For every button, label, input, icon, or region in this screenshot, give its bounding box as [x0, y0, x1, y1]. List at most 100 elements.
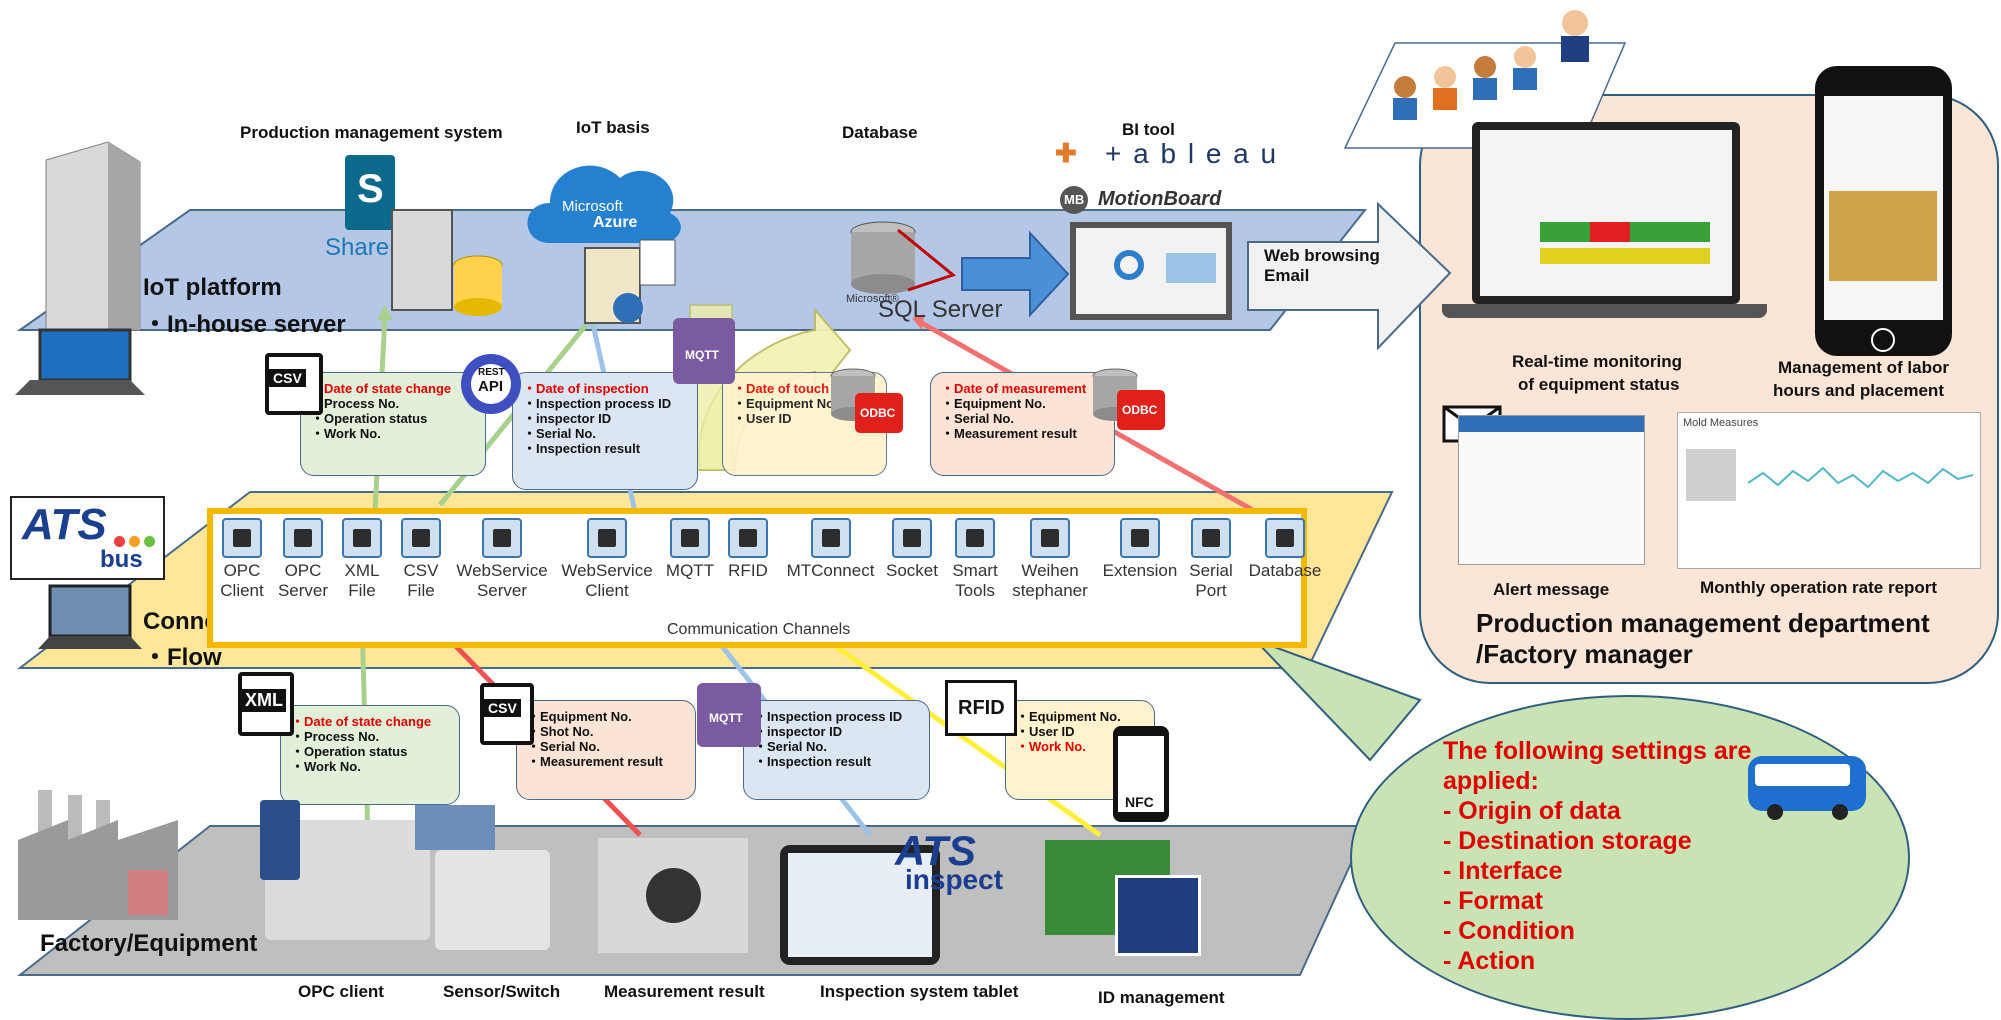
inspection-tablet-image	[780, 845, 940, 965]
opc-ua-device-icon	[260, 800, 300, 880]
chip-icon	[670, 518, 710, 558]
settings-line: - Destination storage	[1443, 827, 1692, 855]
labor-label-1: Management of labor	[1778, 358, 1949, 377]
alert-mail-screenshot	[1458, 415, 1645, 565]
channels-caption: Communication Channels	[667, 621, 851, 638]
cloud-icon	[527, 165, 681, 243]
rest-label: REST	[478, 367, 505, 378]
channel-extension: Extension	[1100, 518, 1180, 581]
id-mgmt-caption: ID management	[1098, 988, 1225, 1007]
settings-line: applied:	[1443, 767, 1539, 795]
settings-line: - Format	[1443, 887, 1543, 915]
logo-dot	[129, 536, 140, 547]
opc-client-caption: OPC client	[298, 982, 384, 1001]
tableau-cross-icon: ✚	[1055, 138, 1077, 168]
chip-icon	[1191, 518, 1231, 558]
monthly-report-screenshot: Mold Measures	[1677, 412, 1981, 569]
ats-inspect-logo-text: inspect	[905, 864, 1004, 895]
api-label: API	[478, 378, 504, 395]
chip-icon	[222, 518, 262, 558]
bi-tool-label: BI tool	[1122, 120, 1175, 139]
alert-label: Alert message	[1493, 580, 1610, 599]
users-icon	[1393, 10, 1589, 120]
sql-to-bi-arrow	[961, 230, 1070, 318]
factory-icon	[18, 790, 178, 920]
settings-line: - Origin of data	[1443, 797, 1621, 825]
chip-icon	[1120, 518, 1160, 558]
xml-file-icon: XML	[238, 672, 294, 736]
upper-info-box: ・Date of inspection ・Inspection process …	[512, 372, 698, 490]
settings-line: - Action	[1443, 947, 1536, 975]
ats-bus-logo: ATS bus	[10, 496, 165, 580]
measurement-caption: Measurement result	[604, 982, 765, 1001]
ats-bus-logo-bus: bus	[100, 546, 143, 573]
tableau-logo-text: + a b l e a u	[1105, 138, 1279, 169]
iot-basis-label: IoT basis	[576, 118, 650, 137]
azure-logo-line2: Azure	[593, 214, 638, 231]
channel-mtconnect: MTConnect	[778, 518, 883, 581]
chip-icon	[342, 518, 382, 558]
ats-inspect-logo-ats: ATS	[895, 827, 976, 874]
tablet-caption: Inspection system tablet	[820, 982, 1019, 1001]
settings-line: - Condition	[1443, 917, 1575, 945]
server-icon	[391, 209, 503, 316]
lower-info-box: ・Equipment No. ・Shot No. ・Serial No. ・Me…	[516, 700, 696, 800]
database-label: Database	[842, 123, 918, 142]
upper-info-box: ・Date of state change ・Process No. ・Oper…	[300, 372, 486, 476]
monthly-label: Monthly operation rate report	[1700, 578, 1938, 597]
sharepoint-icon: S	[345, 155, 395, 230]
channel-database: Database	[1240, 518, 1330, 581]
laptop-icon	[38, 584, 142, 649]
sqlserver-small-text: Microsoft®	[846, 293, 899, 305]
logo-dot	[144, 536, 155, 547]
settings-line: The following settings are	[1443, 737, 1752, 765]
chip-icon	[1030, 518, 1070, 558]
chip-icon	[728, 518, 768, 558]
azure-logo-line1: Microsoft	[562, 198, 623, 215]
labor-label-2: hours and placement	[1773, 381, 1944, 400]
lower-info-box: ・Date of state change ・Process No. ・Oper…	[280, 705, 460, 805]
sensor-caption: Sensor/Switch	[443, 982, 561, 1001]
motionboard-badge-icon: MB	[1060, 186, 1088, 214]
csv-file-icon: CSV	[265, 353, 323, 415]
monitoring-laptop-image	[1472, 122, 1740, 304]
settings-line: - Interface	[1443, 857, 1563, 885]
channel-mqtt: MQTT	[655, 518, 725, 581]
production-mgmt-label: Production management system	[240, 123, 503, 142]
laptop-icon	[15, 328, 145, 395]
platform-label-2: ・In-house server	[143, 311, 346, 338]
measurement-tool-image	[598, 838, 748, 953]
chip-icon	[482, 518, 522, 558]
arrowhead-4	[912, 314, 924, 330]
chip-icon	[283, 518, 323, 558]
settings-callout-tail	[1254, 639, 1422, 762]
server-icon	[584, 239, 676, 324]
building-icon	[45, 141, 141, 331]
rfid-icon: RFID	[945, 680, 1017, 736]
arrowhead-1	[377, 305, 393, 320]
machine-image	[435, 850, 550, 950]
channel-socket: Socket	[877, 518, 947, 581]
chip-icon	[1265, 518, 1305, 558]
report-title: Mold Measures	[1683, 417, 1759, 429]
mqtt-badge-icon: MQTT	[673, 318, 735, 384]
laptop-base	[1442, 304, 1767, 318]
channel-rfid: RFID	[713, 518, 783, 581]
mqtt-badge-icon: MQTT	[697, 683, 761, 747]
sensor-board-image	[415, 805, 495, 850]
lower-info-box: ・Inspection process ID ・inspector ID ・Se…	[743, 700, 930, 800]
web-arrow	[1247, 201, 1452, 351]
motionboard-logo-text: MotionBoard	[1098, 188, 1222, 210]
database-cylinder-icon	[850, 221, 957, 294]
nfc-phone-icon: NFC	[1113, 726, 1169, 822]
odbc-badge-icon: ODBC	[855, 393, 903, 433]
chip-icon	[810, 518, 851, 558]
sqlserver-logo-text: SQL Server	[878, 296, 1003, 323]
rfid-reader-image	[1115, 875, 1201, 956]
chip-icon	[401, 518, 441, 558]
